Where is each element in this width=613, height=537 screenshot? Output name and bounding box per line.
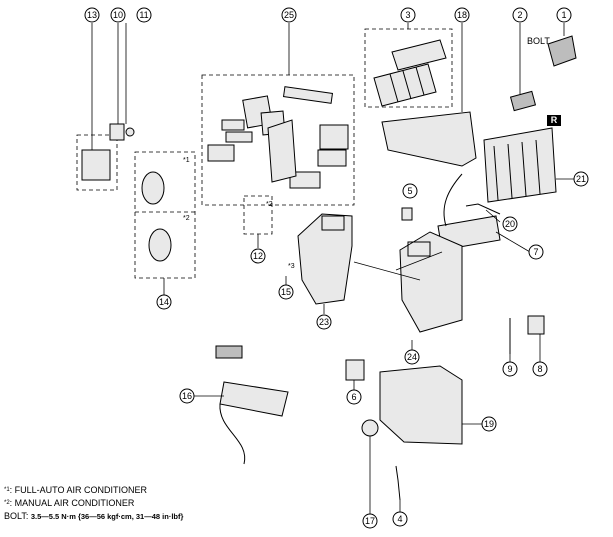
callout-12: 12 — [250, 248, 266, 264]
part-6 — [345, 359, 365, 381]
callout-16: 16 — [179, 388, 195, 404]
svg-text:12: 12 — [253, 251, 263, 261]
svg-text:5: 5 — [407, 186, 412, 196]
callout-6: 6 — [346, 389, 362, 405]
callout-25: 25 — [281, 7, 297, 23]
part-8 — [527, 315, 545, 335]
svg-text:10: 10 — [113, 10, 123, 20]
svg-text:8: 8 — [537, 364, 542, 374]
callout-21: 21 — [573, 171, 589, 187]
star-note-1: *1 — [183, 157, 190, 164]
bolt-label: BOLT — [527, 36, 550, 46]
callout-5: 5 — [402, 183, 418, 199]
svg-text:17: 17 — [365, 516, 375, 526]
part-11 — [125, 127, 135, 137]
callout-24: 24 — [404, 349, 420, 365]
r-badge: R — [547, 115, 561, 126]
seal-part-2 — [509, 90, 537, 112]
upper-case-part — [381, 111, 477, 167]
note-manual: *2: MANUAL AIR CONDITIONER — [4, 498, 135, 508]
clip-5 — [401, 207, 413, 221]
connector-16 — [215, 345, 243, 359]
group-box-3 — [364, 28, 453, 108]
svg-text:15: 15 — [281, 287, 291, 297]
callout-8: 8 — [532, 361, 548, 377]
heater-case-right — [399, 231, 463, 333]
link-disc-upper — [141, 171, 165, 205]
actuator-10 — [109, 123, 125, 141]
group-box-13 — [76, 134, 118, 191]
air-filter-group — [373, 39, 447, 107]
svg-text:2: 2 — [517, 10, 522, 20]
svg-text:19: 19 — [484, 419, 494, 429]
svg-text:18: 18 — [457, 10, 467, 20]
harness-20 — [465, 203, 501, 215]
svg-text:16: 16 — [182, 391, 192, 401]
callout-17: 17 — [362, 513, 378, 529]
svg-text:3: 3 — [405, 10, 410, 20]
svg-text:25: 25 — [284, 10, 294, 20]
callout-9: 9 — [502, 361, 518, 377]
pad-part-1 — [547, 35, 577, 67]
heater-pipe — [443, 173, 463, 227]
svg-text:21: 21 — [576, 174, 586, 184]
evaporator — [483, 127, 557, 203]
star-note-2: *2 — [183, 215, 190, 222]
svg-text:13: 13 — [87, 10, 97, 20]
callout-15: 15 — [278, 284, 294, 300]
actuator-13 — [81, 149, 111, 181]
svg-text:6: 6 — [351, 392, 356, 402]
group-box-14 — [134, 151, 196, 279]
svg-text:9: 9 — [507, 364, 512, 374]
callout-11: 11 — [136, 7, 152, 23]
callout-13: 13 — [84, 7, 100, 23]
note-full-auto: *1: FULL-AUTO AIR CONDITIONER — [4, 485, 148, 495]
callout-7: 7 — [528, 244, 544, 260]
svg-text:20: 20 — [505, 219, 515, 229]
footnotes: *1: FULL-AUTO AIR CONDITIONER *2: MANUAL… — [4, 484, 183, 523]
callout-23: 23 — [316, 314, 332, 330]
drain-hose-4 — [395, 465, 401, 501]
star-note-2b: *2 — [266, 201, 273, 208]
callout-4: 4 — [392, 511, 408, 527]
callout-14: 14 — [156, 294, 172, 310]
link-disc-lower — [148, 228, 172, 262]
heater-case-left — [297, 213, 353, 305]
group-box-25 — [201, 74, 355, 206]
resistor-16 — [219, 381, 289, 417]
part-17 — [361, 419, 379, 437]
callout-1: 1 — [556, 7, 572, 23]
svg-text:23: 23 — [319, 317, 329, 327]
callout-2: 2 — [512, 7, 528, 23]
star-note-3: *3 — [288, 263, 295, 270]
svg-text:11: 11 — [139, 10, 148, 20]
callout-10: 10 — [110, 7, 126, 23]
callout-18: 18 — [454, 7, 470, 23]
leader-lines — [91, 23, 574, 514]
callout-19: 19 — [481, 416, 497, 432]
lower-case-19 — [379, 365, 463, 445]
callout-20: 20 — [502, 216, 518, 232]
svg-text:7: 7 — [533, 247, 538, 257]
harness-16 — [219, 403, 246, 465]
svg-text:14: 14 — [159, 297, 169, 307]
note-bolt-torque: BOLT: 3.5—5.5 N·m {36—56 kgf·cm, 31—48 i… — [4, 511, 184, 521]
svg-text:24: 24 — [407, 352, 417, 362]
mode-doors-group — [207, 86, 349, 189]
svg-text:1: 1 — [561, 10, 566, 20]
svg-text:4: 4 — [397, 514, 402, 524]
callout-3: 3 — [400, 7, 416, 23]
